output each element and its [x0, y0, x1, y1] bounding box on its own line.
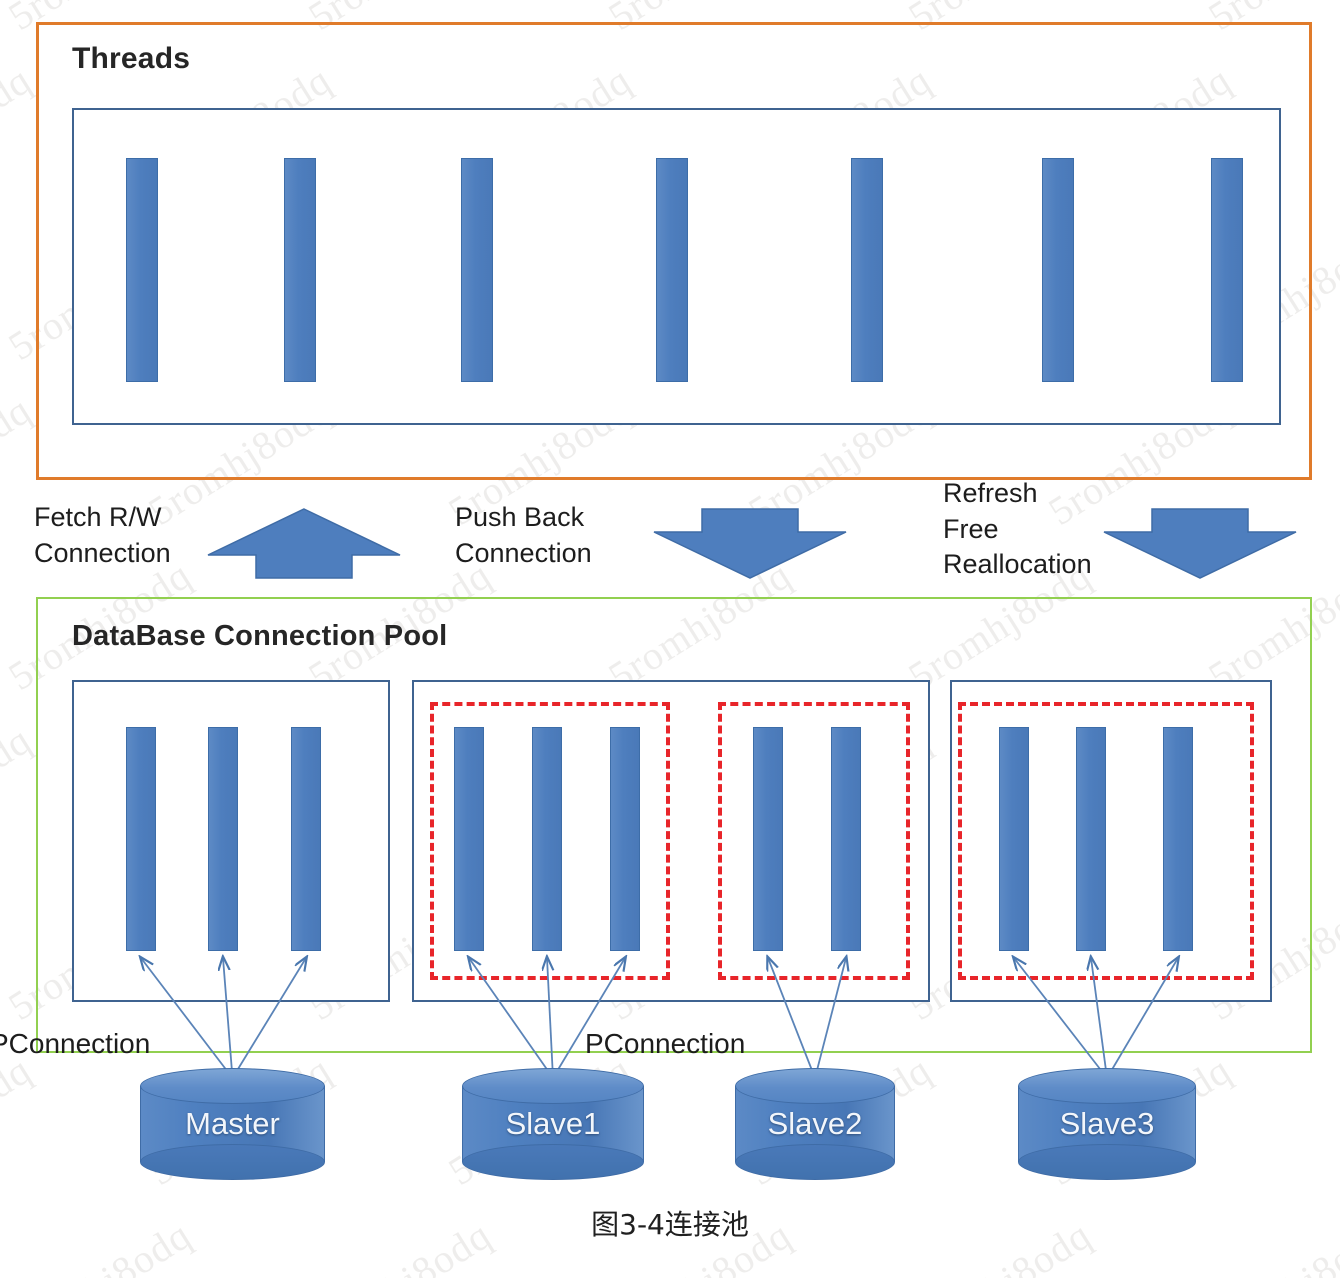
cylinder-bottom — [1018, 1144, 1196, 1180]
threads-section — [36, 22, 1312, 480]
flow-label-push-line2: Connection — [455, 537, 592, 568]
thread-bar — [656, 158, 688, 382]
threads-title: Threads — [72, 42, 191, 75]
pool-connection-bar — [610, 727, 640, 951]
pconnection-label-right: PConnection — [585, 1028, 746, 1059]
pool-connection-bar — [532, 727, 562, 951]
pconnection-arrow — [141, 958, 233, 1078]
pconnection-arrow — [233, 958, 307, 1078]
pconnection-arrow — [223, 958, 233, 1078]
cylinder-top — [1018, 1068, 1196, 1104]
threads-container — [72, 108, 1281, 425]
flow-label-push: Push Back Connection — [455, 500, 592, 571]
arrow-down-refresh-icon — [1103, 508, 1297, 579]
pconnection-label-left: PConnection — [0, 1028, 151, 1059]
cylinder-bottom — [140, 1144, 325, 1180]
pool-connection-bar — [831, 727, 861, 951]
pool-connection-bar — [454, 727, 484, 951]
cylinder-top — [735, 1068, 895, 1104]
cylinder-top — [140, 1068, 325, 1104]
pool-connection-bar — [291, 727, 321, 951]
database-cylinder: Master — [140, 1068, 325, 1180]
pool-connection-bar — [1076, 727, 1106, 951]
database-label: Slave1 — [505, 1106, 601, 1141]
flow-label-fetch: Fetch R/W Connection — [34, 500, 171, 571]
database-connection-pool-section — [36, 597, 1312, 1053]
database-label: Master — [185, 1106, 280, 1141]
flow-label-push-line1: Push Back — [455, 502, 585, 532]
pconnection-arrow — [1107, 958, 1178, 1078]
thread-bar — [1042, 158, 1074, 382]
figure-caption: 图3-4连接池 — [591, 1208, 749, 1241]
pool-connection-bar — [999, 727, 1029, 951]
database-cylinder: Slave3 — [1018, 1068, 1196, 1180]
pool-title: DataBase Connection Pool — [72, 620, 448, 652]
database-label: Slave2 — [767, 1106, 863, 1141]
flow-label-fetch-line2: Connection — [34, 537, 171, 568]
flow-label-refresh-line1: Refresh — [943, 478, 1038, 508]
arrow-up-fetch-icon — [207, 508, 401, 579]
database-label: Slave3 — [1059, 1106, 1155, 1141]
flow-label-refresh-line2: Free — [943, 513, 999, 544]
pool-connection-bar — [208, 727, 238, 951]
pool-connection-bar — [753, 727, 783, 951]
pconnection-arrow — [469, 958, 553, 1078]
flow-label-refresh-line3: Reallocation — [943, 549, 1092, 580]
cylinder-bottom — [735, 1144, 895, 1180]
pool-connection-bar — [1163, 727, 1193, 951]
pconnection-arrow — [553, 958, 625, 1078]
thread-bar — [851, 158, 883, 382]
arrow-down-push-icon — [653, 508, 847, 579]
flow-label-refresh: Refresh Free Reallocation — [943, 476, 1092, 583]
pconnection-arrow — [815, 958, 846, 1078]
database-cylinder: Slave2 — [735, 1068, 895, 1180]
thread-bar — [284, 158, 316, 382]
cylinder-top — [462, 1068, 644, 1104]
cylinder-bottom — [462, 1144, 644, 1180]
pconnection-arrow — [547, 958, 553, 1078]
thread-bar — [1211, 158, 1243, 382]
database-cylinder: Slave1 — [462, 1068, 644, 1180]
pconnection-arrow — [768, 958, 815, 1078]
thread-bar — [126, 158, 158, 382]
flow-label-fetch-line1: Fetch R/W — [34, 502, 162, 532]
pool-connection-bar — [126, 727, 156, 951]
thread-bar — [461, 158, 493, 382]
